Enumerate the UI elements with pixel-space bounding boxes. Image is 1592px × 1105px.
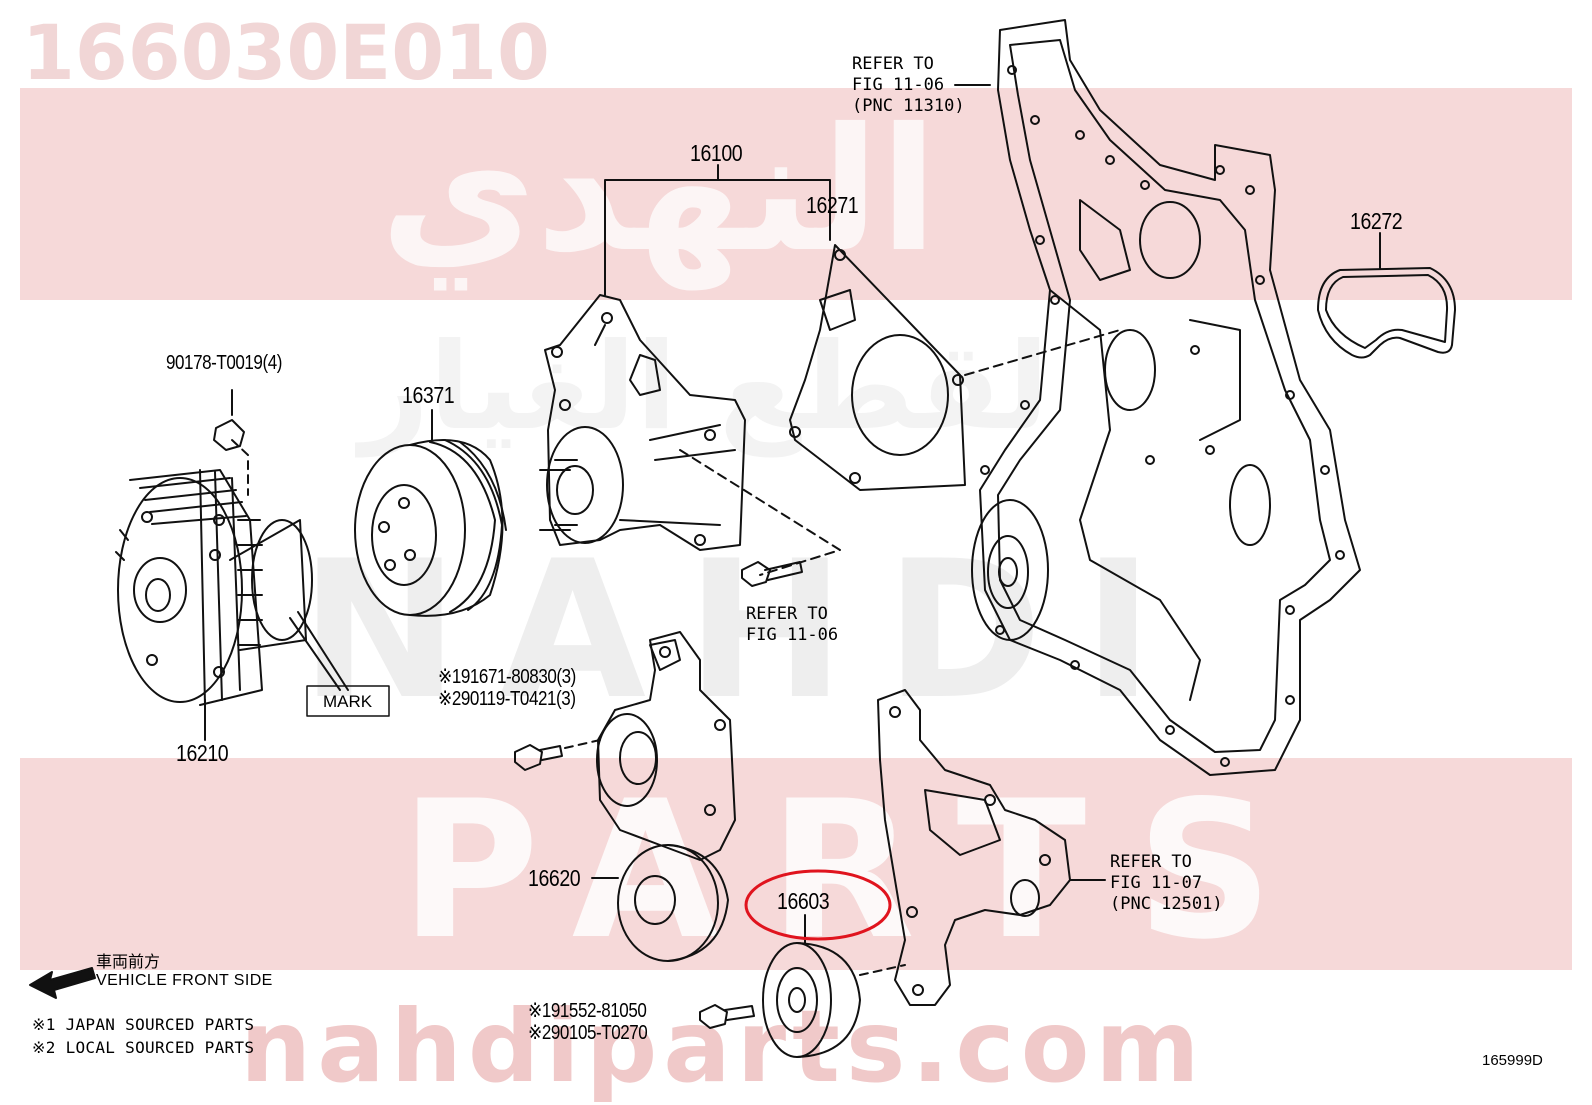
callout-16620[interactable]: 16620 <box>528 865 581 891</box>
refer-line: FIG 11-07 <box>1110 873 1203 893</box>
refer-line: (PNC 11310) <box>852 96 965 116</box>
water-pump-16100 <box>539 164 841 587</box>
watermark-part-number: 166030E010 <box>22 8 550 97</box>
note-local-sourced: ※2 LOCAL SOURCED PARTS <box>32 1038 255 1057</box>
callout-191671[interactable]: ※191671-80830(3) <box>438 666 576 688</box>
callout-191552[interactable]: ※191552-81050 <box>528 1000 647 1022</box>
callout-16271[interactable]: 16271 <box>806 192 859 218</box>
refer-line: REFER TO <box>852 54 934 74</box>
refer-fig-11-06-mid[interactable]: REFER TO FIG 11-06 <box>746 604 838 646</box>
tensioner-16620 <box>514 631 736 962</box>
callout-290119[interactable]: ※290119-T0421(3) <box>438 688 576 710</box>
mark-label: MARK <box>323 692 373 711</box>
callout-16210[interactable]: 16210 <box>176 740 229 766</box>
callout-90178[interactable]: 90178-T0019(4) <box>166 352 282 374</box>
watermark-band-top <box>20 88 1572 300</box>
pulley-16371 <box>354 409 507 617</box>
refer-fig-11-06-top[interactable]: REFER TO FIG 11-06 (PNC 11310) <box>852 54 965 117</box>
gasket-16271 <box>789 244 1121 491</box>
callout-16371[interactable]: 16371 <box>402 382 455 408</box>
callout-290105[interactable]: ※290105-T0270 <box>528 1022 648 1044</box>
refer-line: REFER TO <box>1110 852 1192 872</box>
refer-line: FIG 11-06 <box>746 625 839 645</box>
watermark-parts: PARTS <box>400 760 1324 981</box>
note-japan-sourced: ※1 JAPAN SOURCED PARTS <box>32 1015 255 1034</box>
o-ring-16272 <box>1317 232 1456 359</box>
diagram-id: 165999D <box>1482 1052 1543 1069</box>
refer-line: (PNC 12501) <box>1110 894 1223 914</box>
bracket <box>877 689 1106 1006</box>
callout-16272[interactable]: 16272 <box>1350 208 1403 234</box>
refer-line: REFER TO <box>746 604 828 624</box>
watermark-nahdi: NAHDI <box>300 520 1194 741</box>
watermark-band-bottom <box>20 758 1572 970</box>
fan-clutch-16210 <box>115 389 390 741</box>
front-arrow-icon <box>29 967 96 999</box>
callout-16100[interactable]: 16100 <box>690 140 743 166</box>
vehicle-front-side: VEHICLE FRONT SIDE <box>96 972 273 989</box>
refer-fig-11-07[interactable]: REFER TO FIG 11-07 (PNC 12501) <box>1110 852 1223 915</box>
timing-cover <box>954 19 1361 776</box>
refer-line: FIG 11-06 <box>852 75 945 95</box>
callout-16603[interactable]: 16603 <box>777 888 830 914</box>
vehicle-front-jp: 車両前方 <box>96 952 161 971</box>
